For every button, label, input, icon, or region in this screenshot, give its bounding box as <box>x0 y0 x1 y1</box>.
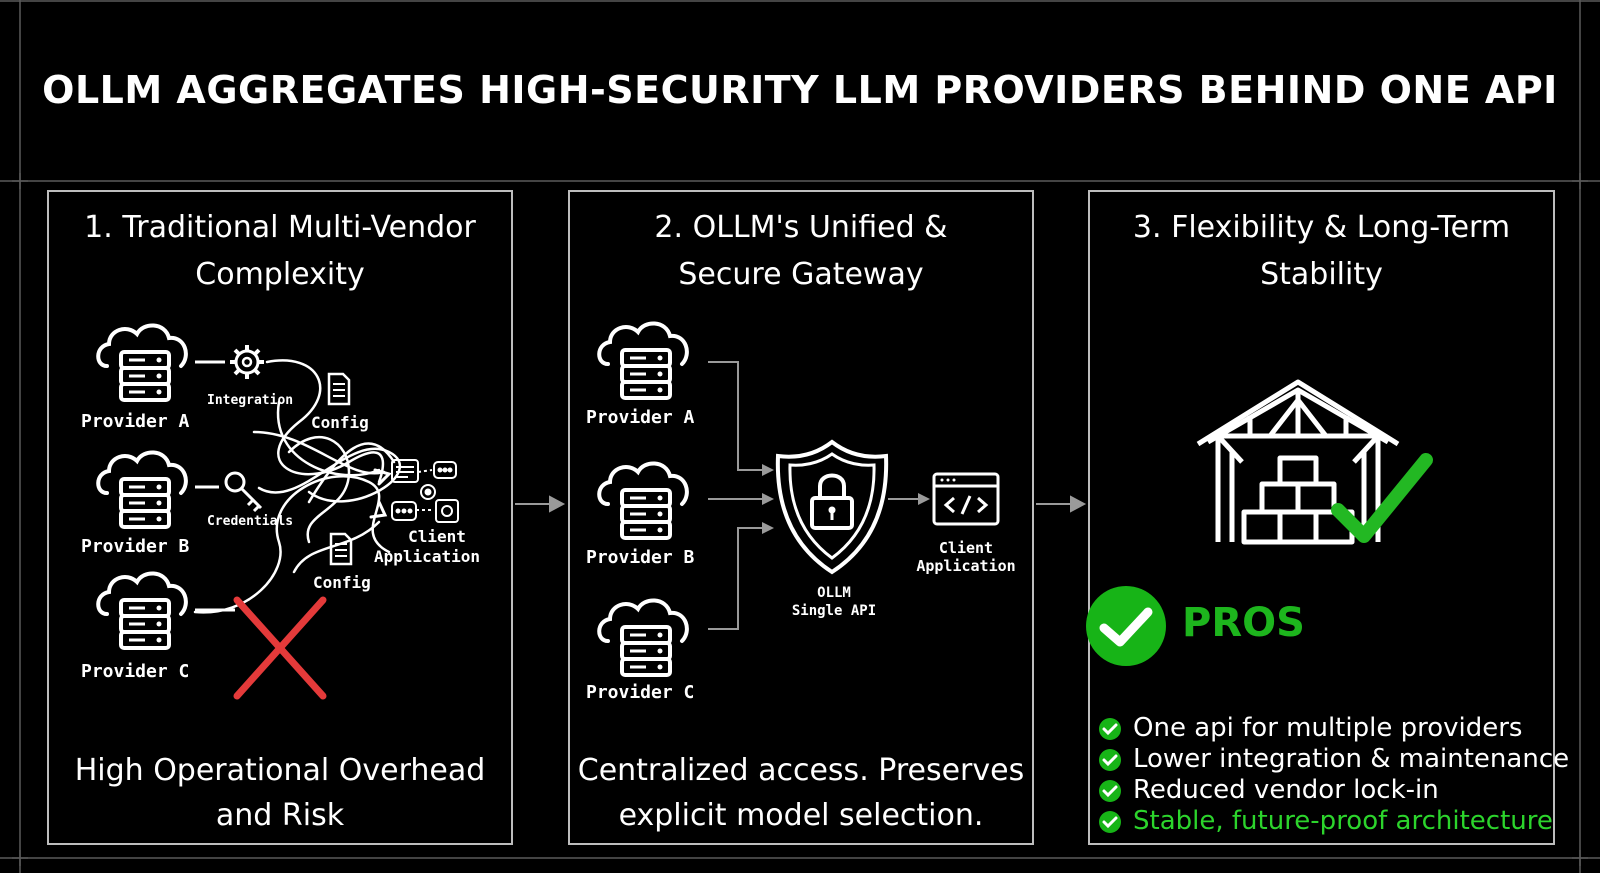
config-top-label: Config <box>311 413 369 432</box>
page-title: OLLM AGGREGATES HIGH-SECURITY LLM PROVID… <box>42 68 1558 112</box>
panel-footer-line-2: explicit model selection. <box>618 798 984 833</box>
client-label-line-2: Application <box>916 557 1015 575</box>
pros-item: Lower integration & maintenance <box>1099 744 1569 775</box>
pros-item: Reduced vendor lock-in <box>1099 775 1569 806</box>
pros-item-text: Lower integration & maintenance <box>1133 744 1570 774</box>
pros-title: PROS <box>1182 600 1305 646</box>
config-bottom-label: Config <box>313 573 371 592</box>
code-window-icon <box>932 472 1000 526</box>
gear-icon <box>230 345 264 379</box>
pros-item-text: Stable, future-proof architecture <box>1133 806 1553 836</box>
panel-title-line-2: Stability <box>1260 257 1383 292</box>
panel-unified-gateway: 2. OLLM's Unified & Secure Gateway Provi… <box>568 190 1034 845</box>
cloud-server-icon-a <box>96 323 188 402</box>
panel-title-line-1: 3. Flexibility & Long-Term <box>1132 210 1511 245</box>
client-app-icon <box>391 459 459 523</box>
check-circle-icon <box>1099 718 1121 740</box>
panel-flexibility-stability: 3. Flexibility & Long-Term Stability <box>1086 190 1555 845</box>
panel-title-line-1: 1. Traditional Multi-Vendor <box>84 210 476 245</box>
pros-item-text: Reduced vendor lock-in <box>1133 775 1439 805</box>
ollm-label-line-2: Single API <box>792 603 876 619</box>
provider-c-label: Provider C <box>81 661 189 682</box>
cloud-server-icon-a <box>597 321 689 400</box>
provider-a-label: Provider A <box>81 411 190 432</box>
document-icon-top <box>327 372 351 406</box>
cloud-server-icon-c <box>96 571 188 650</box>
panel-footer-line-2: and Risk <box>215 798 345 833</box>
document-icon-bottom <box>329 532 353 566</box>
panel-title: 3. Flexibility & Long-Term Stability <box>1090 204 1553 298</box>
provider-b-label: Provider B <box>81 536 190 557</box>
red-x-icon <box>233 596 327 700</box>
panel-title-line-1: 2. OLLM's Unified & <box>654 210 948 245</box>
provider-c-label: Provider C <box>586 682 694 703</box>
credentials-label: Credentials <box>207 514 293 529</box>
provider-b-label: Provider B <box>586 547 695 568</box>
cloud-server-icon-c <box>597 598 689 677</box>
client-label-line-1: Client <box>408 527 466 546</box>
ollm-label-line-1: OLLM <box>817 585 851 601</box>
warehouse-icon <box>1196 379 1433 545</box>
panel-title-line-2: Secure Gateway <box>678 257 924 292</box>
panel-title: 2. OLLM's Unified & Secure Gateway <box>570 204 1032 298</box>
pros-list: One api for multiple providers Lower int… <box>1099 713 1569 837</box>
pros-item-text: One api for multiple providers <box>1133 713 1523 743</box>
pros-checkmark-icon <box>1086 586 1166 666</box>
shield-lock-icon <box>775 439 889 575</box>
client-label-line-1: Client <box>939 539 993 557</box>
provider-connectors <box>708 361 920 630</box>
key-icon <box>224 471 263 513</box>
panel-footer-line-1: High Operational Overhead <box>74 753 486 788</box>
integration-label: Integration <box>207 393 293 408</box>
panel-traditional-complexity: 1. Traditional Multi-Vendor Complexity <box>47 190 513 845</box>
check-circle-icon <box>1099 749 1121 771</box>
panel-footer: Centralized access. Preserves explicit m… <box>570 748 1032 838</box>
check-circle-icon <box>1099 811 1121 833</box>
panel-connector-arrows <box>515 495 1087 513</box>
panel-footer-line-1: Centralized access. Preserves <box>577 753 1025 788</box>
panel-title-line-2: Complexity <box>195 257 365 292</box>
multi-vendor-diagram: Provider A Provider B Provider C Integra… <box>81 323 480 700</box>
pros-item: One api for multiple providers <box>1099 713 1569 744</box>
client-label-line-2: Application <box>374 547 480 566</box>
gateway-diagram: Provider A Provider B Provider C OLLM Si… <box>586 321 1016 703</box>
provider-a-label: Provider A <box>586 407 695 428</box>
tangled-connection-lines <box>193 359 402 614</box>
pros-item-highlight: Stable, future-proof architecture <box>1099 806 1569 837</box>
checkmark-icon <box>1331 453 1433 543</box>
cloud-server-icon-b <box>597 461 689 540</box>
panel-footer: High Operational Overhead and Risk <box>49 748 511 838</box>
cloud-server-icon-b <box>96 450 188 529</box>
panel-title: 1. Traditional Multi-Vendor Complexity <box>49 204 511 298</box>
check-circle-icon <box>1099 780 1121 802</box>
